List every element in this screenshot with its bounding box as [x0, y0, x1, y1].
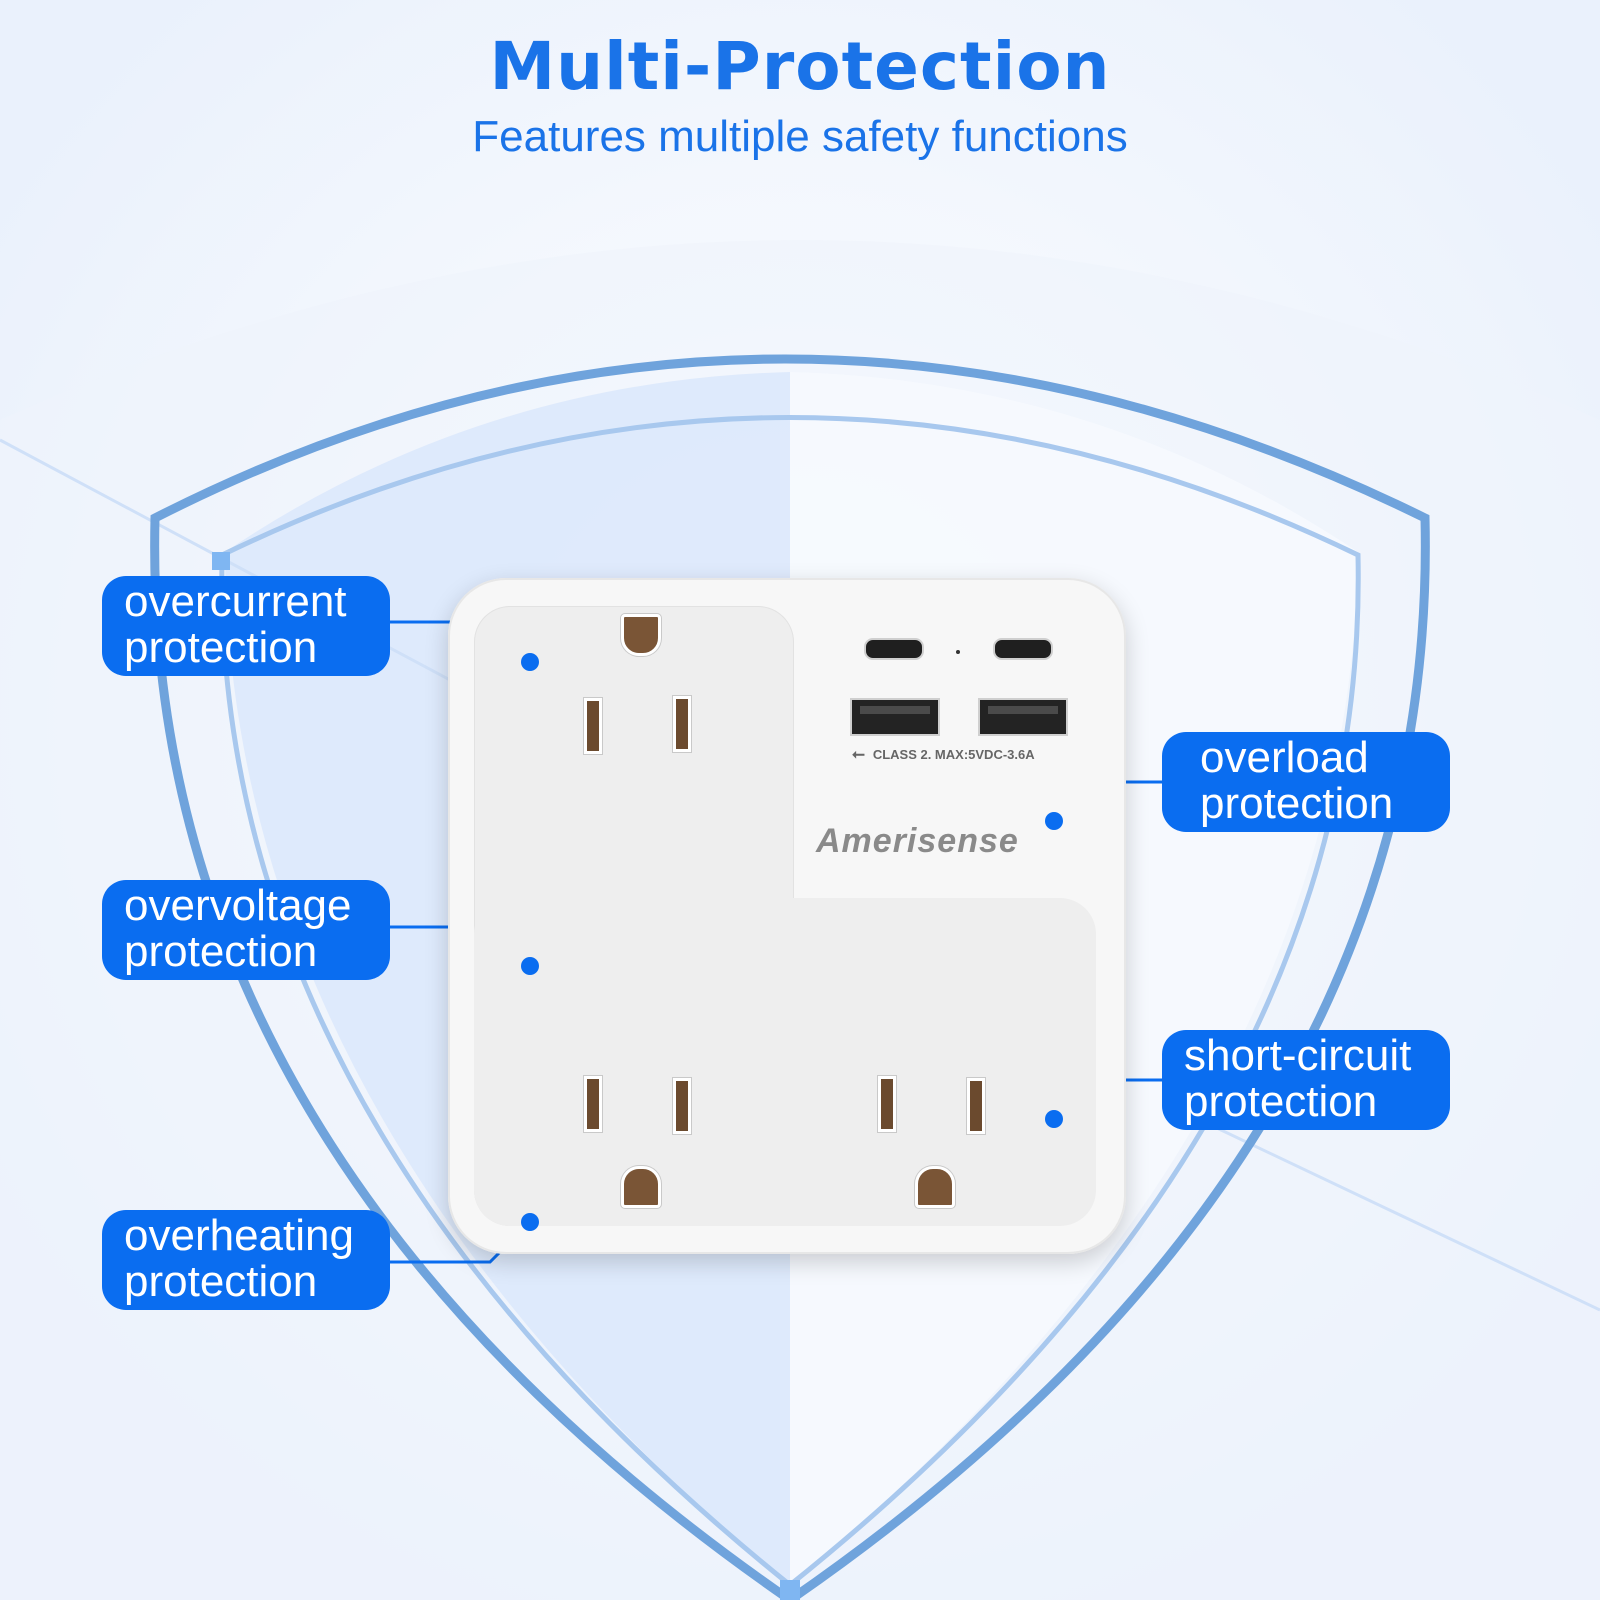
usb-a-port	[850, 698, 940, 736]
outlet-slot	[673, 1078, 691, 1134]
outlet-panel-bottom	[474, 898, 1096, 1226]
power-strip-device: ⭠CLASS 2. MAX:5VDC-3.6A Amerisense	[448, 578, 1126, 1254]
label-overcurrent: overcurrent protection	[102, 576, 390, 676]
outlet-slot	[673, 696, 691, 752]
usb-icon: ⭠	[852, 746, 865, 763]
page-subtitle: Features multiple safety functions	[472, 112, 1128, 161]
usb-a-port	[978, 698, 1068, 736]
ground-hole	[621, 614, 661, 656]
outlet-slot	[584, 1076, 602, 1132]
usb-c-port	[864, 638, 924, 660]
label-overheating: overheating protection	[102, 1210, 390, 1310]
spec-text: ⭠CLASS 2. MAX:5VDC-3.6A	[852, 746, 1035, 763]
page-title: Multi-Protection	[489, 28, 1111, 105]
callout-dot	[1045, 1110, 1063, 1128]
label-overvoltage: overvoltage protection	[102, 880, 390, 980]
outlet-slot	[967, 1078, 985, 1134]
ground-hole	[915, 1166, 955, 1208]
outlet-slot	[878, 1076, 896, 1132]
label-short-circuit: short-circuit protection	[1162, 1030, 1450, 1130]
brand-logo: Amerisense	[816, 822, 1019, 860]
outlet-slot	[584, 698, 602, 754]
indicator-led	[956, 650, 960, 654]
ground-hole	[621, 1166, 661, 1208]
label-overload: overload protection	[1162, 732, 1450, 832]
callout-dot	[521, 957, 539, 975]
callout-dot	[1045, 812, 1063, 830]
usb-c-port	[993, 638, 1053, 660]
callout-dot	[521, 1213, 539, 1231]
callout-dot	[521, 653, 539, 671]
